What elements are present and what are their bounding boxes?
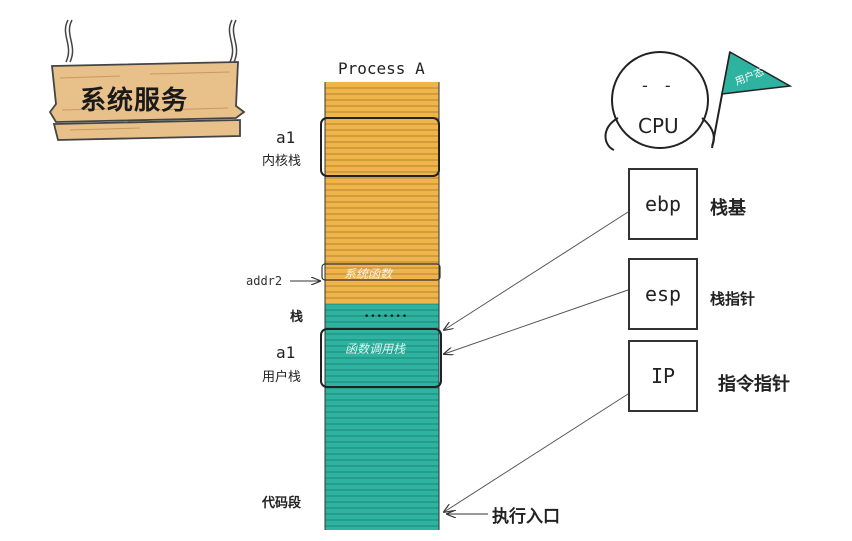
esp-register-name: esp bbox=[644, 282, 682, 306]
ip-register: IP bbox=[628, 340, 698, 412]
sign-graphic bbox=[48, 19, 246, 141]
user-stack-label: 用户栈 bbox=[262, 370, 302, 385]
ebp-register-name: ebp bbox=[644, 192, 682, 216]
esp-arrow bbox=[444, 289, 629, 354]
user-stack-label-top: a1 bbox=[276, 343, 296, 362]
process-column bbox=[324, 82, 440, 530]
esp-register-desc: 栈指针 bbox=[710, 290, 756, 308]
ebp-register-desc: 栈基 bbox=[710, 198, 746, 219]
kernel-stack-label: 内核栈 bbox=[262, 154, 302, 169]
cpu-eyes: - - bbox=[642, 76, 677, 95]
ip-register-desc: 指令指针 bbox=[718, 374, 790, 395]
ip-arrow bbox=[444, 393, 629, 512]
ebp-register: ebp bbox=[628, 168, 698, 240]
addr2-label: addr2 bbox=[246, 274, 283, 288]
sign-title: 系统服务 bbox=[80, 86, 189, 116]
cpu-label: CPU bbox=[638, 114, 679, 138]
user-stack-box bbox=[320, 328, 442, 388]
code-segment-label: 代码段 bbox=[262, 496, 302, 511]
ebp-arrow bbox=[444, 211, 629, 330]
kernel-stack-box bbox=[320, 117, 440, 177]
process-title: Process A bbox=[338, 59, 425, 78]
cpu-graphic bbox=[604, 50, 793, 151]
stack-label: 栈 bbox=[290, 310, 304, 325]
syscall-text: 系统函数 bbox=[344, 267, 393, 281]
kernel-stack-label-top: a1 bbox=[276, 128, 296, 147]
func-call-text: 函数调用栈 bbox=[345, 342, 406, 356]
esp-register: esp bbox=[628, 258, 698, 330]
stack-dots: ••••••• bbox=[364, 312, 409, 322]
syscall-box bbox=[321, 263, 441, 281]
entry-label: 执行入口 bbox=[492, 507, 560, 527]
ip-register-name: IP bbox=[650, 364, 676, 388]
